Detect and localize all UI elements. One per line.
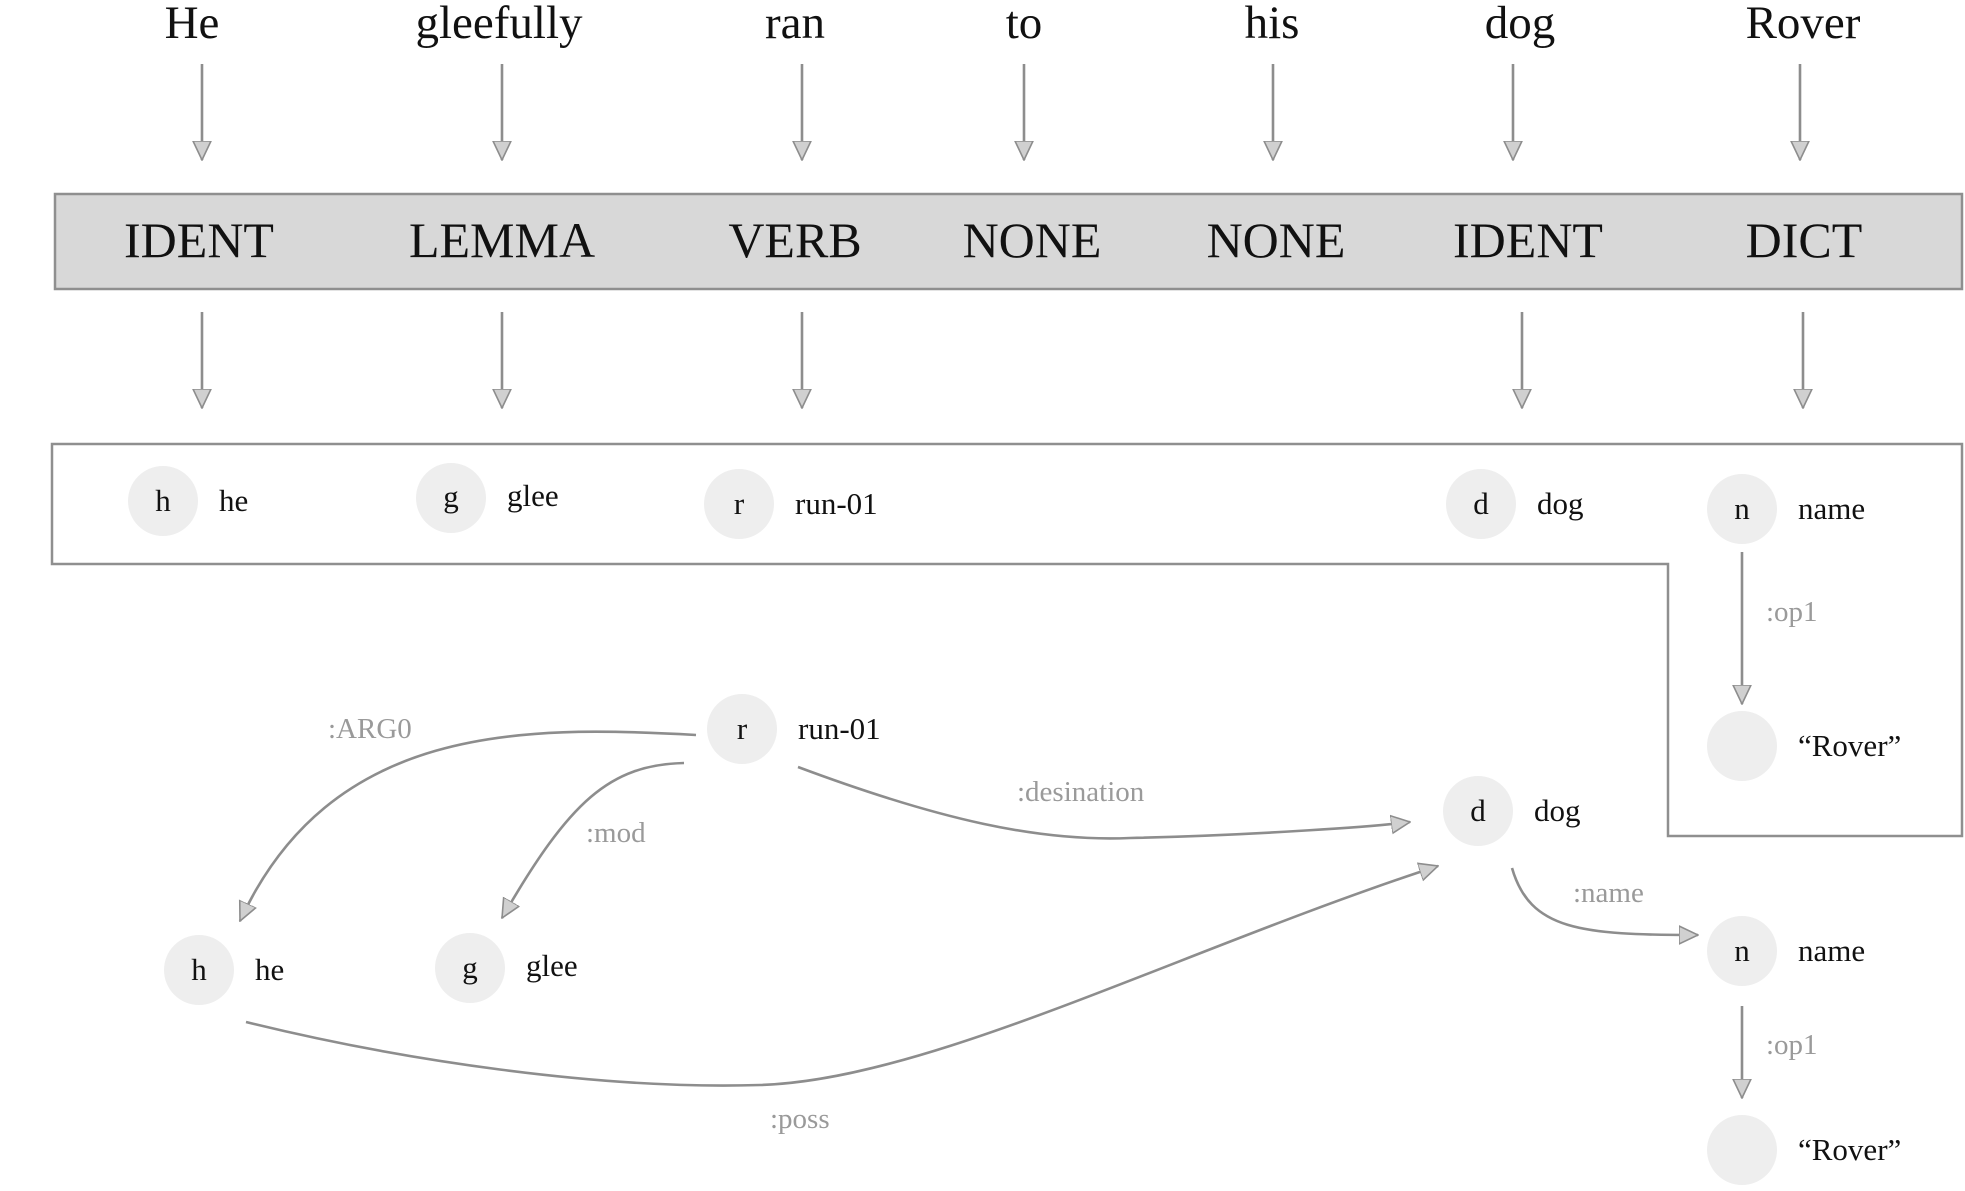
concept-node-r: r run-01 <box>704 469 878 539</box>
edge-label-op1: :op1 <box>1766 596 1818 628</box>
word-ran: ran <box>765 0 825 49</box>
action-ident: IDENT <box>124 212 274 268</box>
node-circle <box>128 466 198 536</box>
node-circle <box>164 935 234 1005</box>
graph-node-d: d dog <box>1443 776 1581 846</box>
action-lemma: LEMMA <box>409 212 595 268</box>
graph-node-g: g glee <box>435 933 578 1003</box>
node-label: he <box>255 952 284 987</box>
edge-label-arg0: :ARG0 <box>328 713 412 745</box>
concept-node-n: n name <box>1707 474 1865 544</box>
node-circle <box>707 694 777 764</box>
node-var: d <box>1470 793 1486 828</box>
word-to-action-arrows <box>202 64 1800 160</box>
action-band-box <box>53 192 1964 291</box>
node-label: name <box>1798 933 1865 968</box>
action-dict: DICT <box>1746 212 1863 268</box>
edge-label-poss: :poss <box>770 1103 830 1135</box>
node-circle <box>1443 776 1513 846</box>
word-gleefully: gleefully <box>415 0 583 49</box>
node-circle <box>435 933 505 1003</box>
node-var: r <box>737 711 748 746</box>
concept-node-g: g glee <box>416 463 559 533</box>
node-circle <box>1707 916 1777 986</box>
graph-node-h: h he <box>164 935 284 1005</box>
node-var: g <box>443 479 459 514</box>
node-label: dog <box>1534 793 1581 828</box>
node-circle <box>416 463 486 533</box>
graph-edges: :ARG0 :mod :desination :poss :name :op1 <box>238 713 1818 1135</box>
node-label: he <box>219 483 248 518</box>
node-circle <box>1446 469 1516 539</box>
concept-frame <box>50 442 1964 838</box>
graph-node-n: n name <box>1707 916 1865 986</box>
action-ident: IDENT <box>1453 212 1603 268</box>
word-dog: dog <box>1485 0 1556 49</box>
edge-name <box>1510 867 1698 935</box>
action-to-concept-arrows <box>202 312 1803 408</box>
sentence-words: He gleefully ran to his dog Rover <box>165 0 1861 49</box>
edge-mod <box>500 761 685 918</box>
node-circle <box>1707 1115 1777 1185</box>
graph-node-rover: “Rover” <box>1707 1115 1901 1185</box>
action-none: NONE <box>1207 212 1346 268</box>
edge-label-desination: :desination <box>1017 776 1145 808</box>
action-verb: VERB <box>728 212 861 268</box>
node-var: n <box>1734 933 1750 968</box>
edge-label-name: :name <box>1573 877 1644 909</box>
concept-node-h: h he <box>128 466 248 536</box>
action-band: IDENT LEMMA VERB NONE NONE IDENT DICT <box>53 192 1964 291</box>
node-label: run-01 <box>795 486 878 521</box>
word-his: his <box>1245 0 1300 49</box>
node-label: run-01 <box>798 711 881 746</box>
node-var: n <box>1734 491 1750 526</box>
node-var: h <box>155 483 171 518</box>
node-label: glee <box>526 948 578 983</box>
node-label: glee <box>507 478 559 513</box>
concept-node-rover: “Rover” <box>1707 711 1901 781</box>
node-circle <box>704 469 774 539</box>
concept-node-d: d dog <box>1446 469 1584 539</box>
edge-poss <box>245 866 1438 1087</box>
node-circle <box>1707 474 1777 544</box>
edge-label-op1: :op1 <box>1766 1029 1818 1061</box>
graph-node-r: r run-01 <box>707 694 881 764</box>
node-label: “Rover” <box>1798 1132 1901 1167</box>
node-var: g <box>462 950 478 985</box>
node-label: dog <box>1537 486 1584 521</box>
action-none: NONE <box>963 212 1102 268</box>
node-label: “Rover” <box>1798 728 1901 763</box>
word-to: to <box>1006 0 1043 49</box>
node-label: name <box>1798 491 1865 526</box>
node-var: r <box>734 486 745 521</box>
node-circle <box>1707 711 1777 781</box>
node-var: d <box>1473 486 1489 521</box>
edge-desination <box>797 765 1410 840</box>
word-rover: Rover <box>1746 0 1861 49</box>
node-var: h <box>191 952 207 987</box>
edge-label-mod: :mod <box>586 817 646 849</box>
edge-arg0 <box>238 730 697 921</box>
word-he: He <box>165 0 220 49</box>
